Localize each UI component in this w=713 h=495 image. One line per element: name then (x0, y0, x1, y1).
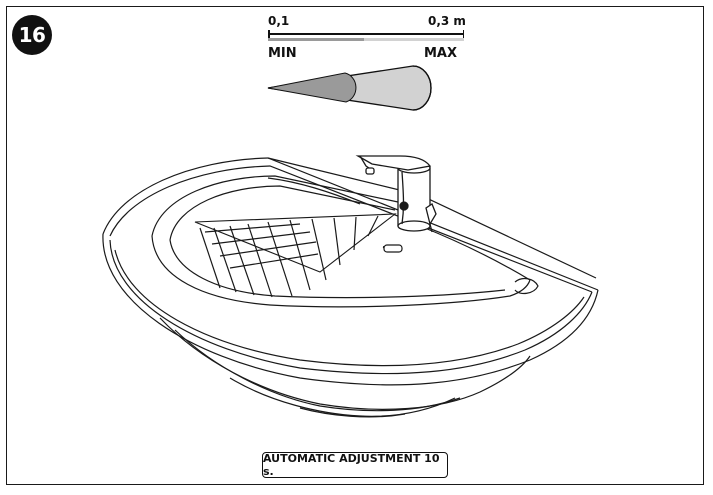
caption-text: AUTOMATIC ADJUSTMENT 10 s. (263, 452, 440, 478)
range-band-min (268, 38, 364, 41)
caption-box: AUTOMATIC ADJUSTMENT 10 s. (262, 452, 448, 478)
range-max-label: MAX (424, 46, 458, 61)
basin-icon (102, 157, 599, 418)
range-tick-min (268, 30, 270, 38)
range-band-max (364, 38, 464, 41)
faucet-icon (355, 155, 437, 233)
figure-frame (6, 6, 704, 485)
range-min-label: MIN (268, 46, 297, 61)
range-max-value: 0,3 m (428, 14, 466, 28)
range-scale (268, 30, 464, 43)
step-number-badge: 16 (12, 15, 52, 55)
sensor-beam-icon (267, 65, 432, 111)
range-tick-max (462, 30, 464, 38)
range-axis (268, 33, 464, 35)
range-min-value: 0,1 (268, 14, 290, 28)
